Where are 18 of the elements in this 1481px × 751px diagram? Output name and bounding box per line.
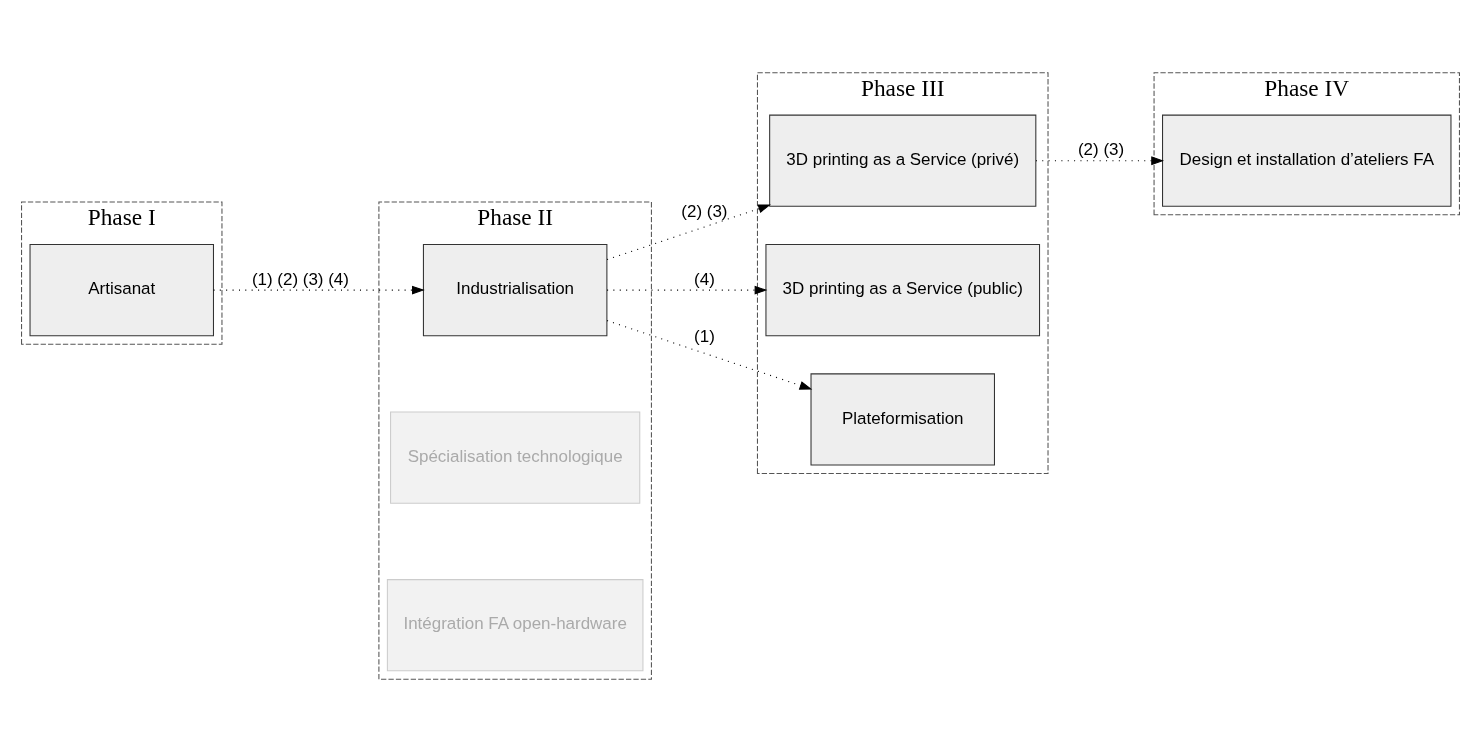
node-box: Plateformisation: [810, 372, 995, 466]
node-box: Spécialisation technologique: [390, 411, 641, 504]
node-box: 3D printing as a Service (privé): [769, 114, 1037, 207]
arrow: [606, 285, 768, 295]
edge-label: (2) (3): [1077, 139, 1125, 159]
node-box: 3D printing as a Service (public): [765, 243, 1041, 336]
edge-label: (4): [694, 269, 715, 289]
node-box: Design et installation d’ateliers FA: [1162, 114, 1452, 207]
edge-label: (1): [694, 326, 715, 346]
node-box: Artisanat: [29, 243, 214, 336]
arrow: [606, 319, 813, 390]
edge-label: (2) (3): [681, 201, 728, 221]
edge-label: (1) (2) (3) (4): [251, 269, 349, 289]
arrow: [606, 203, 771, 260]
arrow: [1035, 155, 1164, 165]
node-box: Intégration FA open-hardware: [386, 578, 644, 671]
arrow: [213, 285, 425, 295]
node-box: Industrialisation: [422, 243, 608, 336]
